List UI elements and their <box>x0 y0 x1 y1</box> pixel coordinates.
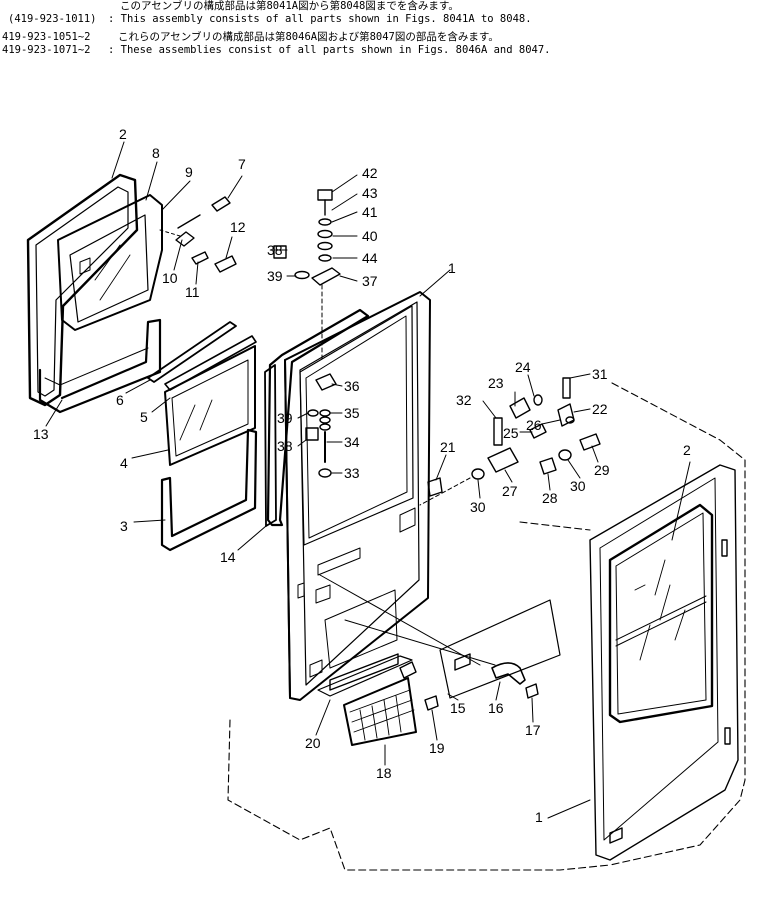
callout-8: 8 <box>152 145 160 161</box>
callout-1-main-door: 1 <box>448 260 456 276</box>
callout-12: 12 <box>230 219 246 235</box>
header-notes: このアセンブリの構成部品は第8041A図から第8048図までを含みます。 (41… <box>0 0 762 96</box>
callout-34: 34 <box>344 434 360 450</box>
callout-23: 23 <box>488 375 504 391</box>
callout-33: 33 <box>344 465 360 481</box>
callout-17: 17 <box>525 722 541 738</box>
callout-labels: 1 1 2 2 3 4 5 6 7 8 9 10 11 12 13 14 15 … <box>33 126 691 825</box>
callout-39-bottom: 39 <box>277 410 293 426</box>
callout-13: 13 <box>33 426 49 442</box>
header-line2-text: これらのアセンブリの構成部品は第8046A図および第8047図の部品を含みます。 <box>118 31 499 43</box>
callout-29: 29 <box>594 462 610 478</box>
right-cab-door <box>589 464 739 861</box>
header-line3-code: 419-923-1071~2 <box>2 44 91 56</box>
callout-40: 40 <box>362 228 378 244</box>
callout-41: 41 <box>362 204 378 220</box>
callout-38-top: 38 <box>267 242 283 258</box>
callout-30-left: 30 <box>470 499 486 515</box>
header-line3-text: : These assemblies consist of all parts … <box>108 44 551 56</box>
header-line2-code: 419-923-1051~2 <box>2 31 91 43</box>
callout-16: 16 <box>488 700 504 716</box>
callout-36: 36 <box>344 378 360 394</box>
callout-42: 42 <box>362 165 378 181</box>
upper-hinge-parts <box>159 196 237 273</box>
callout-19: 19 <box>429 740 445 756</box>
callout-10: 10 <box>162 270 178 286</box>
callout-43: 43 <box>362 185 378 201</box>
callout-26: 26 <box>526 417 542 433</box>
callout-9: 9 <box>185 164 193 180</box>
header-jp-line1: このアセンブリの構成部品は第8041A図から第8048図までを含みます。 <box>120 0 459 12</box>
callout-32: 32 <box>456 392 472 408</box>
callout-27: 27 <box>502 483 518 499</box>
callout-5: 5 <box>140 409 148 425</box>
header-line1-code: (419-923-1011) <box>8 13 97 25</box>
callout-28: 28 <box>542 490 558 506</box>
callout-3: 3 <box>120 518 128 534</box>
callout-25: 25 <box>503 425 519 441</box>
latch-stack <box>273 189 341 478</box>
callout-11: 11 <box>185 284 200 300</box>
callout-44: 44 <box>362 250 378 266</box>
leader-lines <box>45 141 691 819</box>
latch-parts-right <box>419 377 601 506</box>
callout-1-right-door: 1 <box>535 809 543 825</box>
left-window-assembly <box>26 173 163 414</box>
main-door-frame <box>284 291 431 701</box>
cab-body-outline <box>227 382 746 871</box>
callout-35: 35 <box>344 405 360 421</box>
callout-30-right: 30 <box>570 478 586 494</box>
callout-24: 24 <box>515 359 531 375</box>
header-line1-text: : This assembly consists of all parts sh… <box>108 13 532 25</box>
door-seal <box>266 308 370 527</box>
callout-15: 15 <box>450 700 466 716</box>
callout-7: 7 <box>238 156 246 172</box>
callout-2-left: 2 <box>119 126 127 142</box>
callout-37: 37 <box>362 273 378 289</box>
callout-39-top: 39 <box>267 268 283 284</box>
lower-window-parts <box>147 321 258 552</box>
callout-20: 20 <box>305 735 321 751</box>
callout-22: 22 <box>592 401 608 417</box>
callout-18: 18 <box>376 765 392 781</box>
callout-38-bottom: 38 <box>277 438 293 454</box>
callout-31: 31 <box>592 366 608 382</box>
callout-21: 21 <box>440 439 456 455</box>
callout-14: 14 <box>220 549 236 565</box>
callout-4: 4 <box>120 455 128 471</box>
callout-6: 6 <box>116 392 124 408</box>
callout-2-right: 2 <box>683 442 691 458</box>
handle-plate-net <box>319 574 561 746</box>
